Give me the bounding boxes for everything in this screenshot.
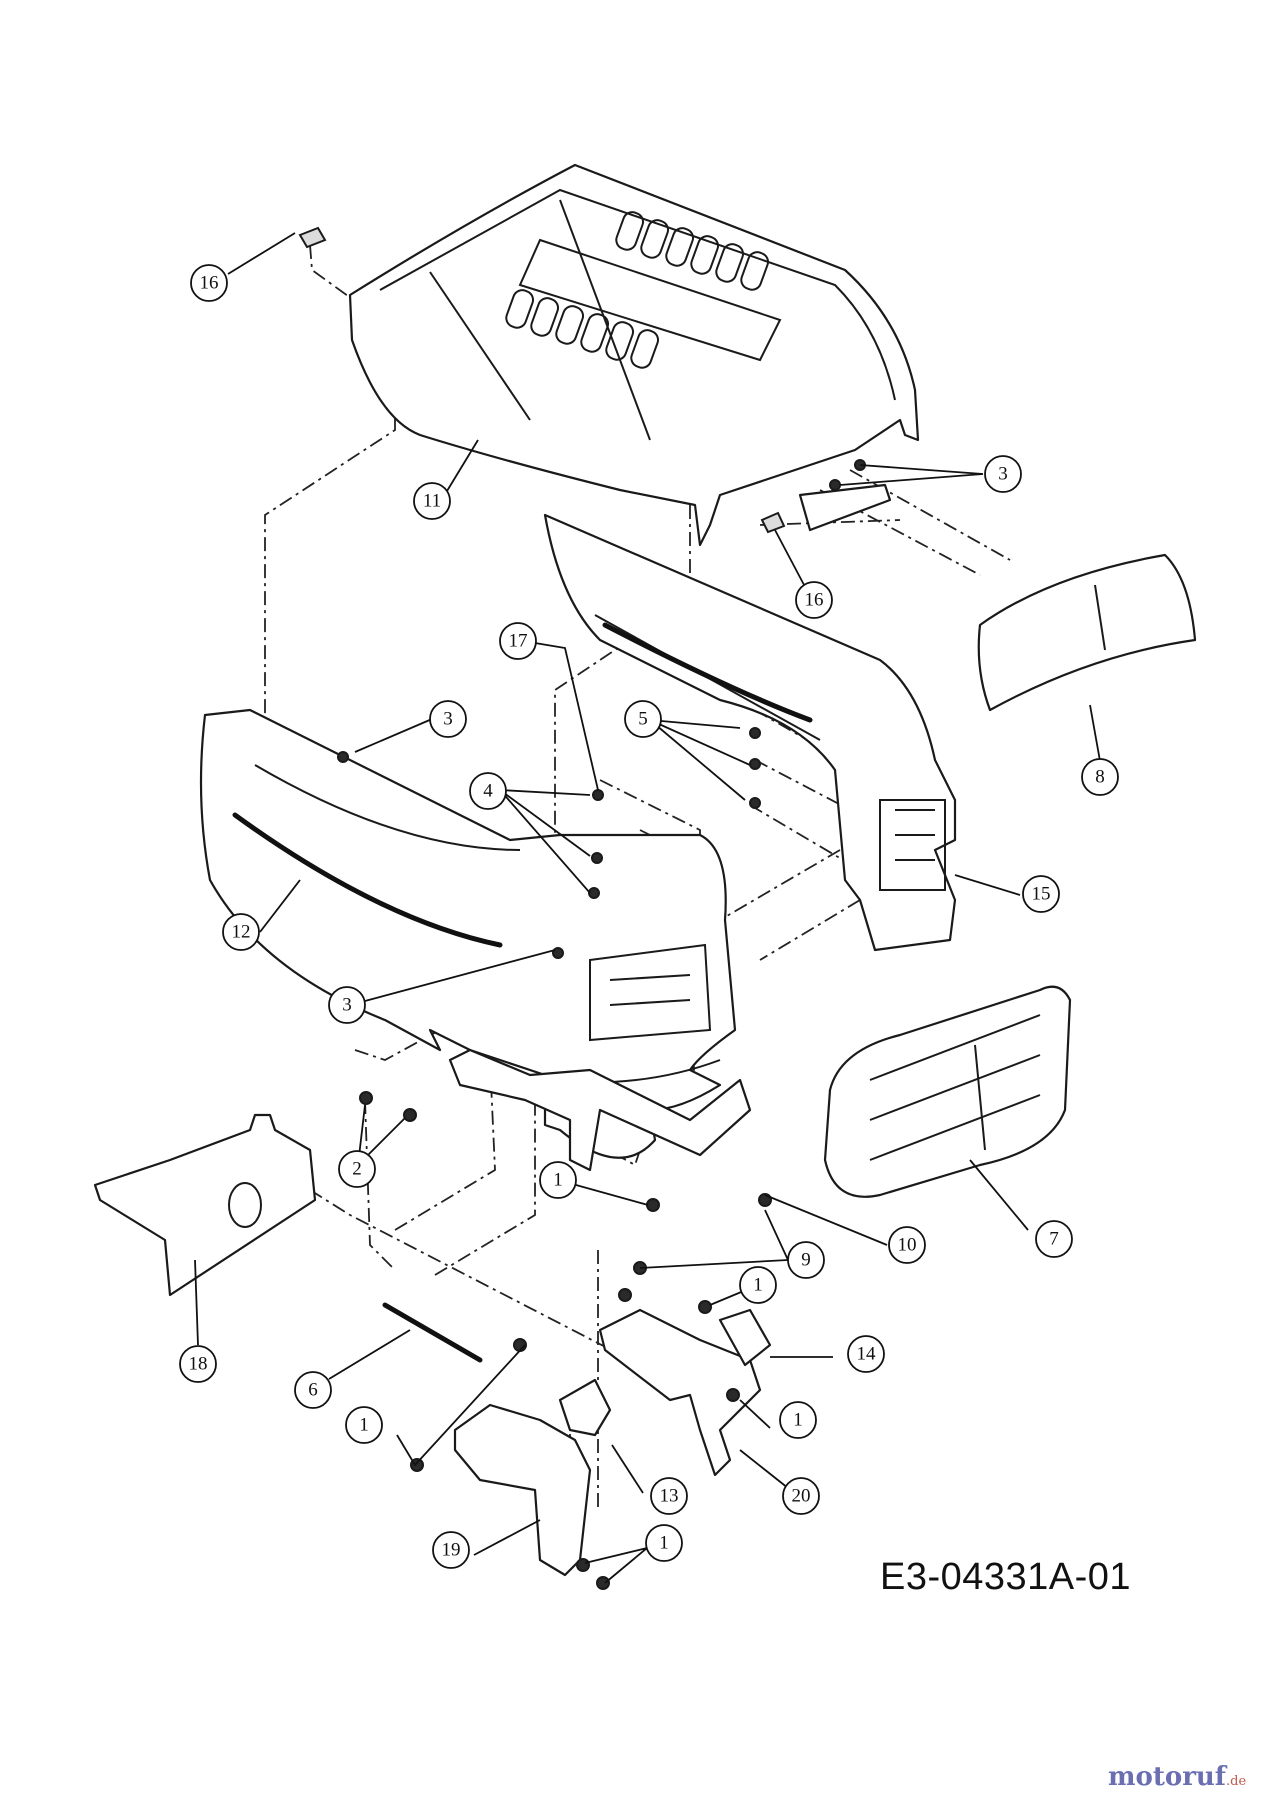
callout-label: 12 [232, 922, 251, 943]
callout-3-lower: 3 [328, 986, 366, 1024]
callout-label: 11 [423, 491, 441, 512]
callout-label: 18 [189, 1354, 208, 1375]
part-18-plate [93, 1113, 317, 1297]
watermark-logo: motoruf.de [1108, 1762, 1246, 1792]
part-15-right-side-panel [543, 513, 957, 952]
callout-12: 12 [222, 913, 260, 951]
callout-16-top: 16 [190, 264, 228, 302]
part-11-hood [348, 163, 920, 547]
fasteners [337, 459, 866, 1590]
watermark-tld: .de [1226, 1774, 1247, 1789]
callout-label: 2 [352, 1159, 362, 1180]
callout-14: 14 [847, 1335, 885, 1373]
callout-label: 9 [801, 1250, 811, 1271]
callout-1-right-upper: 1 [739, 1266, 777, 1304]
callout-label: 20 [792, 1486, 811, 1507]
callout-20: 20 [782, 1477, 820, 1515]
callout-label: 5 [638, 709, 648, 730]
part-8-headlight-lens [977, 553, 1197, 712]
callout-1-mid: 1 [539, 1161, 577, 1199]
callout-18: 18 [179, 1345, 217, 1383]
callout-label: 14 [857, 1344, 877, 1365]
callout-label: 3 [443, 709, 453, 730]
hood-vent-slots [505, 211, 770, 369]
callout-4: 4 [469, 772, 507, 810]
callout-1-right-lower: 1 [779, 1401, 817, 1439]
part-10-frame-bracket [448, 1048, 752, 1172]
part-19-mount-bracket [453, 1403, 592, 1577]
callout-13: 13 [650, 1477, 688, 1515]
callout-label: 1 [553, 1170, 563, 1191]
callout-2: 2 [338, 1150, 376, 1188]
callout-10: 10 [888, 1226, 926, 1264]
callout-label: 16 [200, 273, 219, 294]
callout-label: 1 [793, 1410, 803, 1431]
part-16-clip-top [298, 226, 327, 249]
callout-label: 6 [308, 1380, 318, 1401]
callout-8: 8 [1081, 758, 1119, 796]
callout-label: 8 [1095, 767, 1105, 788]
callout-label: 1 [659, 1533, 669, 1554]
part-12-left-side-panel [199, 708, 737, 1159]
callout-label: 16 [805, 590, 824, 611]
callout-label: 7 [1049, 1229, 1059, 1250]
callout-7: 7 [1035, 1220, 1073, 1258]
callout-19: 19 [432, 1531, 470, 1569]
callout-3-top-right: 3 [984, 455, 1022, 493]
watermark-name: motoruf [1108, 1762, 1226, 1792]
callout-label: 4 [483, 781, 493, 802]
part-6-rod [382, 1302, 483, 1363]
callout-label: 3 [342, 995, 352, 1016]
callout-16-mid: 16 [795, 581, 833, 619]
callout-1-bottom: 1 [645, 1524, 683, 1562]
part-16-clip-mid [760, 511, 786, 534]
callout-label: 1 [359, 1415, 369, 1436]
callout-17: 17 [499, 622, 537, 660]
callout-label: 3 [998, 464, 1008, 485]
callout-15: 15 [1022, 875, 1060, 913]
callout-labels: 16 11 3 16 8 17 3 5 4 12 15 3 2 1 9 10 7… [179, 264, 1119, 1569]
callout-label: 17 [509, 631, 528, 652]
callout-label: 15 [1032, 884, 1051, 905]
part-20-hinge-bracket [598, 1308, 772, 1477]
callout-label: 1 [753, 1275, 763, 1296]
part-13-hook-bracket [558, 1378, 612, 1437]
callout-label: 13 [660, 1486, 679, 1507]
drawing-code: E3-04331A-01 [880, 1556, 1132, 1598]
callout-11: 11 [413, 482, 451, 520]
callout-3-left: 3 [429, 700, 467, 738]
callout-label: 19 [442, 1540, 461, 1561]
callout-9: 9 [787, 1241, 825, 1279]
callout-5: 5 [624, 700, 662, 738]
callout-6: 6 [294, 1371, 332, 1409]
part-7-grille [823, 985, 1072, 1198]
callout-1-left: 1 [345, 1406, 383, 1444]
callout-label: 10 [898, 1235, 917, 1256]
